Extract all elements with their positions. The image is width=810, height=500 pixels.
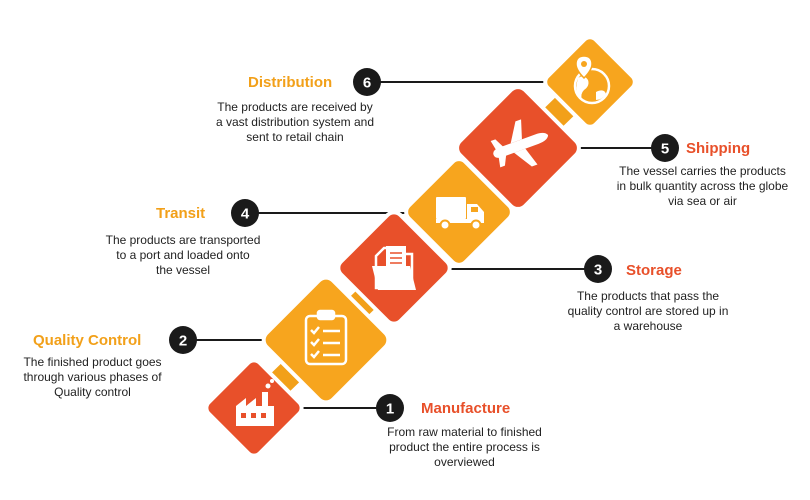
badge-3-number: 3: [594, 262, 602, 279]
tile-storage: [336, 210, 452, 326]
globe-pin-icon: [573, 55, 611, 105]
badge-4-number: 4: [241, 206, 250, 223]
folder-icon: [372, 246, 416, 290]
airplane-icon: [490, 119, 549, 168]
step-6-description: The products are received by a vast dist…: [215, 100, 375, 144]
badge-6-number: 6: [363, 75, 371, 92]
step-3-description: The products that pass the quality contr…: [567, 289, 729, 333]
tile-shipping: [455, 85, 581, 211]
badge-1: 1: [376, 394, 404, 422]
badge-5-number: 5: [661, 141, 669, 158]
badge-4: 4: [231, 199, 259, 227]
badge-2: 2: [169, 326, 197, 354]
badge-1-number: 1: [386, 401, 394, 418]
step-1-title: Manufacture: [421, 400, 511, 417]
tile-quality-control: [261, 275, 391, 405]
step-3-title: Storage: [626, 262, 682, 279]
step-5-description: The vessel carries the products in bulk …: [616, 164, 789, 208]
badge-3: 3: [584, 255, 612, 283]
badge-2-number: 2: [179, 333, 187, 350]
step-6-title: Distribution: [248, 74, 333, 91]
checklist-icon: [304, 309, 348, 366]
tile-manufacture: [204, 358, 304, 458]
factory-icon: [236, 379, 274, 426]
badge-6: 6: [353, 68, 381, 96]
tile-distribution: [543, 35, 637, 129]
step-2-title: Quality Control: [33, 332, 142, 349]
step-2-description: The finished product goes through variou…: [23, 355, 162, 399]
step-4-title: Transit: [156, 205, 206, 222]
step-4-description: The products are transported to a port a…: [105, 233, 261, 277]
step-5-title: Shipping: [686, 140, 751, 157]
truck-icon: [436, 197, 484, 231]
step-1-description: From raw material to finished product th…: [387, 425, 542, 469]
badge-5: 5: [651, 134, 679, 162]
